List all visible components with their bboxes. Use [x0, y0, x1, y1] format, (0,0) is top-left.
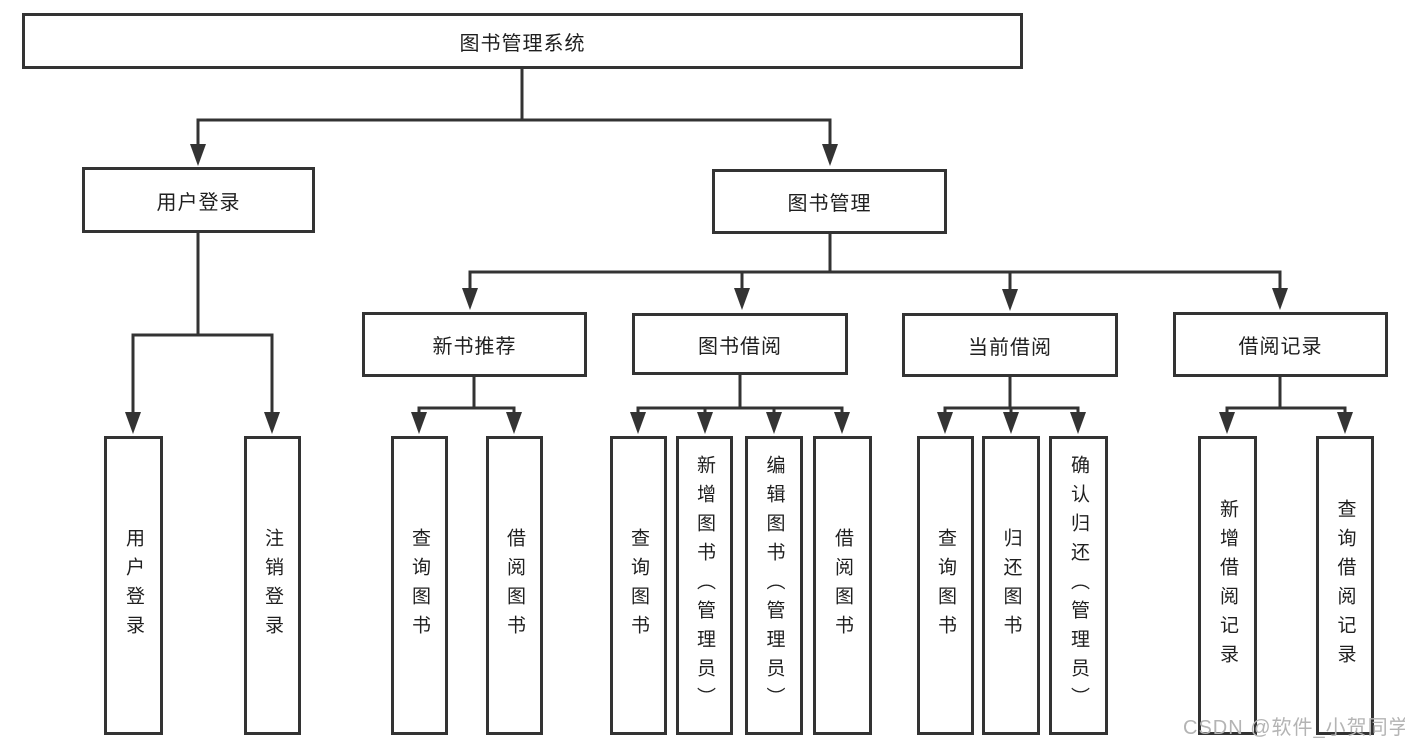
leaf-current-confirm-return-admin: 确认归还（管理员） — [1049, 436, 1108, 735]
arrow-down-icon — [506, 412, 522, 434]
arrow-down-icon — [834, 412, 850, 434]
node-book-borrowing: 图书借阅 — [632, 313, 848, 375]
node-library-system: 图书管理系统 — [22, 13, 1023, 69]
node-user-login: 用户登录 — [82, 167, 315, 233]
node-book-management: 图书管理 — [712, 169, 947, 234]
arrow-down-icon — [190, 144, 206, 166]
arrow-down-icon — [766, 412, 782, 434]
leaf-newbook-borrow-books: 借阅图书 — [486, 436, 543, 735]
arrowheads — [125, 144, 1353, 434]
arrow-down-icon — [411, 412, 427, 434]
arrow-down-icon — [734, 288, 750, 310]
leaf-borrowing-borrow-books: 借阅图书 — [813, 436, 872, 735]
arrow-down-icon — [1272, 288, 1288, 310]
leaf-current-query-books: 查询图书 — [917, 436, 974, 735]
arrow-down-icon — [1003, 412, 1019, 434]
leaf-borrowing-edit-books-admin: 编辑图书（管理员） — [745, 436, 803, 735]
arrow-down-icon — [1002, 289, 1018, 311]
arrow-down-icon — [264, 412, 280, 434]
arrow-down-icon — [462, 288, 478, 310]
watermark: CSDN @软件_小贺同学 — [1183, 717, 1405, 739]
leaf-logout: 注销登录 — [244, 436, 301, 735]
arrow-down-icon — [630, 412, 646, 434]
arrow-down-icon — [697, 412, 713, 434]
leaf-user-login: 用户登录 — [104, 436, 163, 735]
leaf-records-query-record: 查询借阅记录 — [1316, 436, 1374, 735]
leaf-borrowing-add-books-admin: 新增图书（管理员） — [676, 436, 733, 735]
leaf-current-return-books: 归还图书 — [982, 436, 1040, 735]
leaf-borrowing-query-books: 查询图书 — [610, 436, 667, 735]
node-new-book-recommend: 新书推荐 — [362, 312, 587, 377]
node-borrowing-records: 借阅记录 — [1173, 312, 1388, 377]
arrow-down-icon — [1219, 412, 1235, 434]
arrow-down-icon — [822, 144, 838, 166]
arrow-down-icon — [1337, 412, 1353, 434]
arrow-down-icon — [125, 412, 141, 434]
leaf-records-add-record: 新增借阅记录 — [1198, 436, 1257, 735]
arrow-down-icon — [937, 412, 953, 434]
node-current-borrowing: 当前借阅 — [902, 313, 1118, 377]
arrow-down-icon — [1070, 412, 1086, 434]
leaf-newbook-query-books: 查询图书 — [391, 436, 448, 735]
